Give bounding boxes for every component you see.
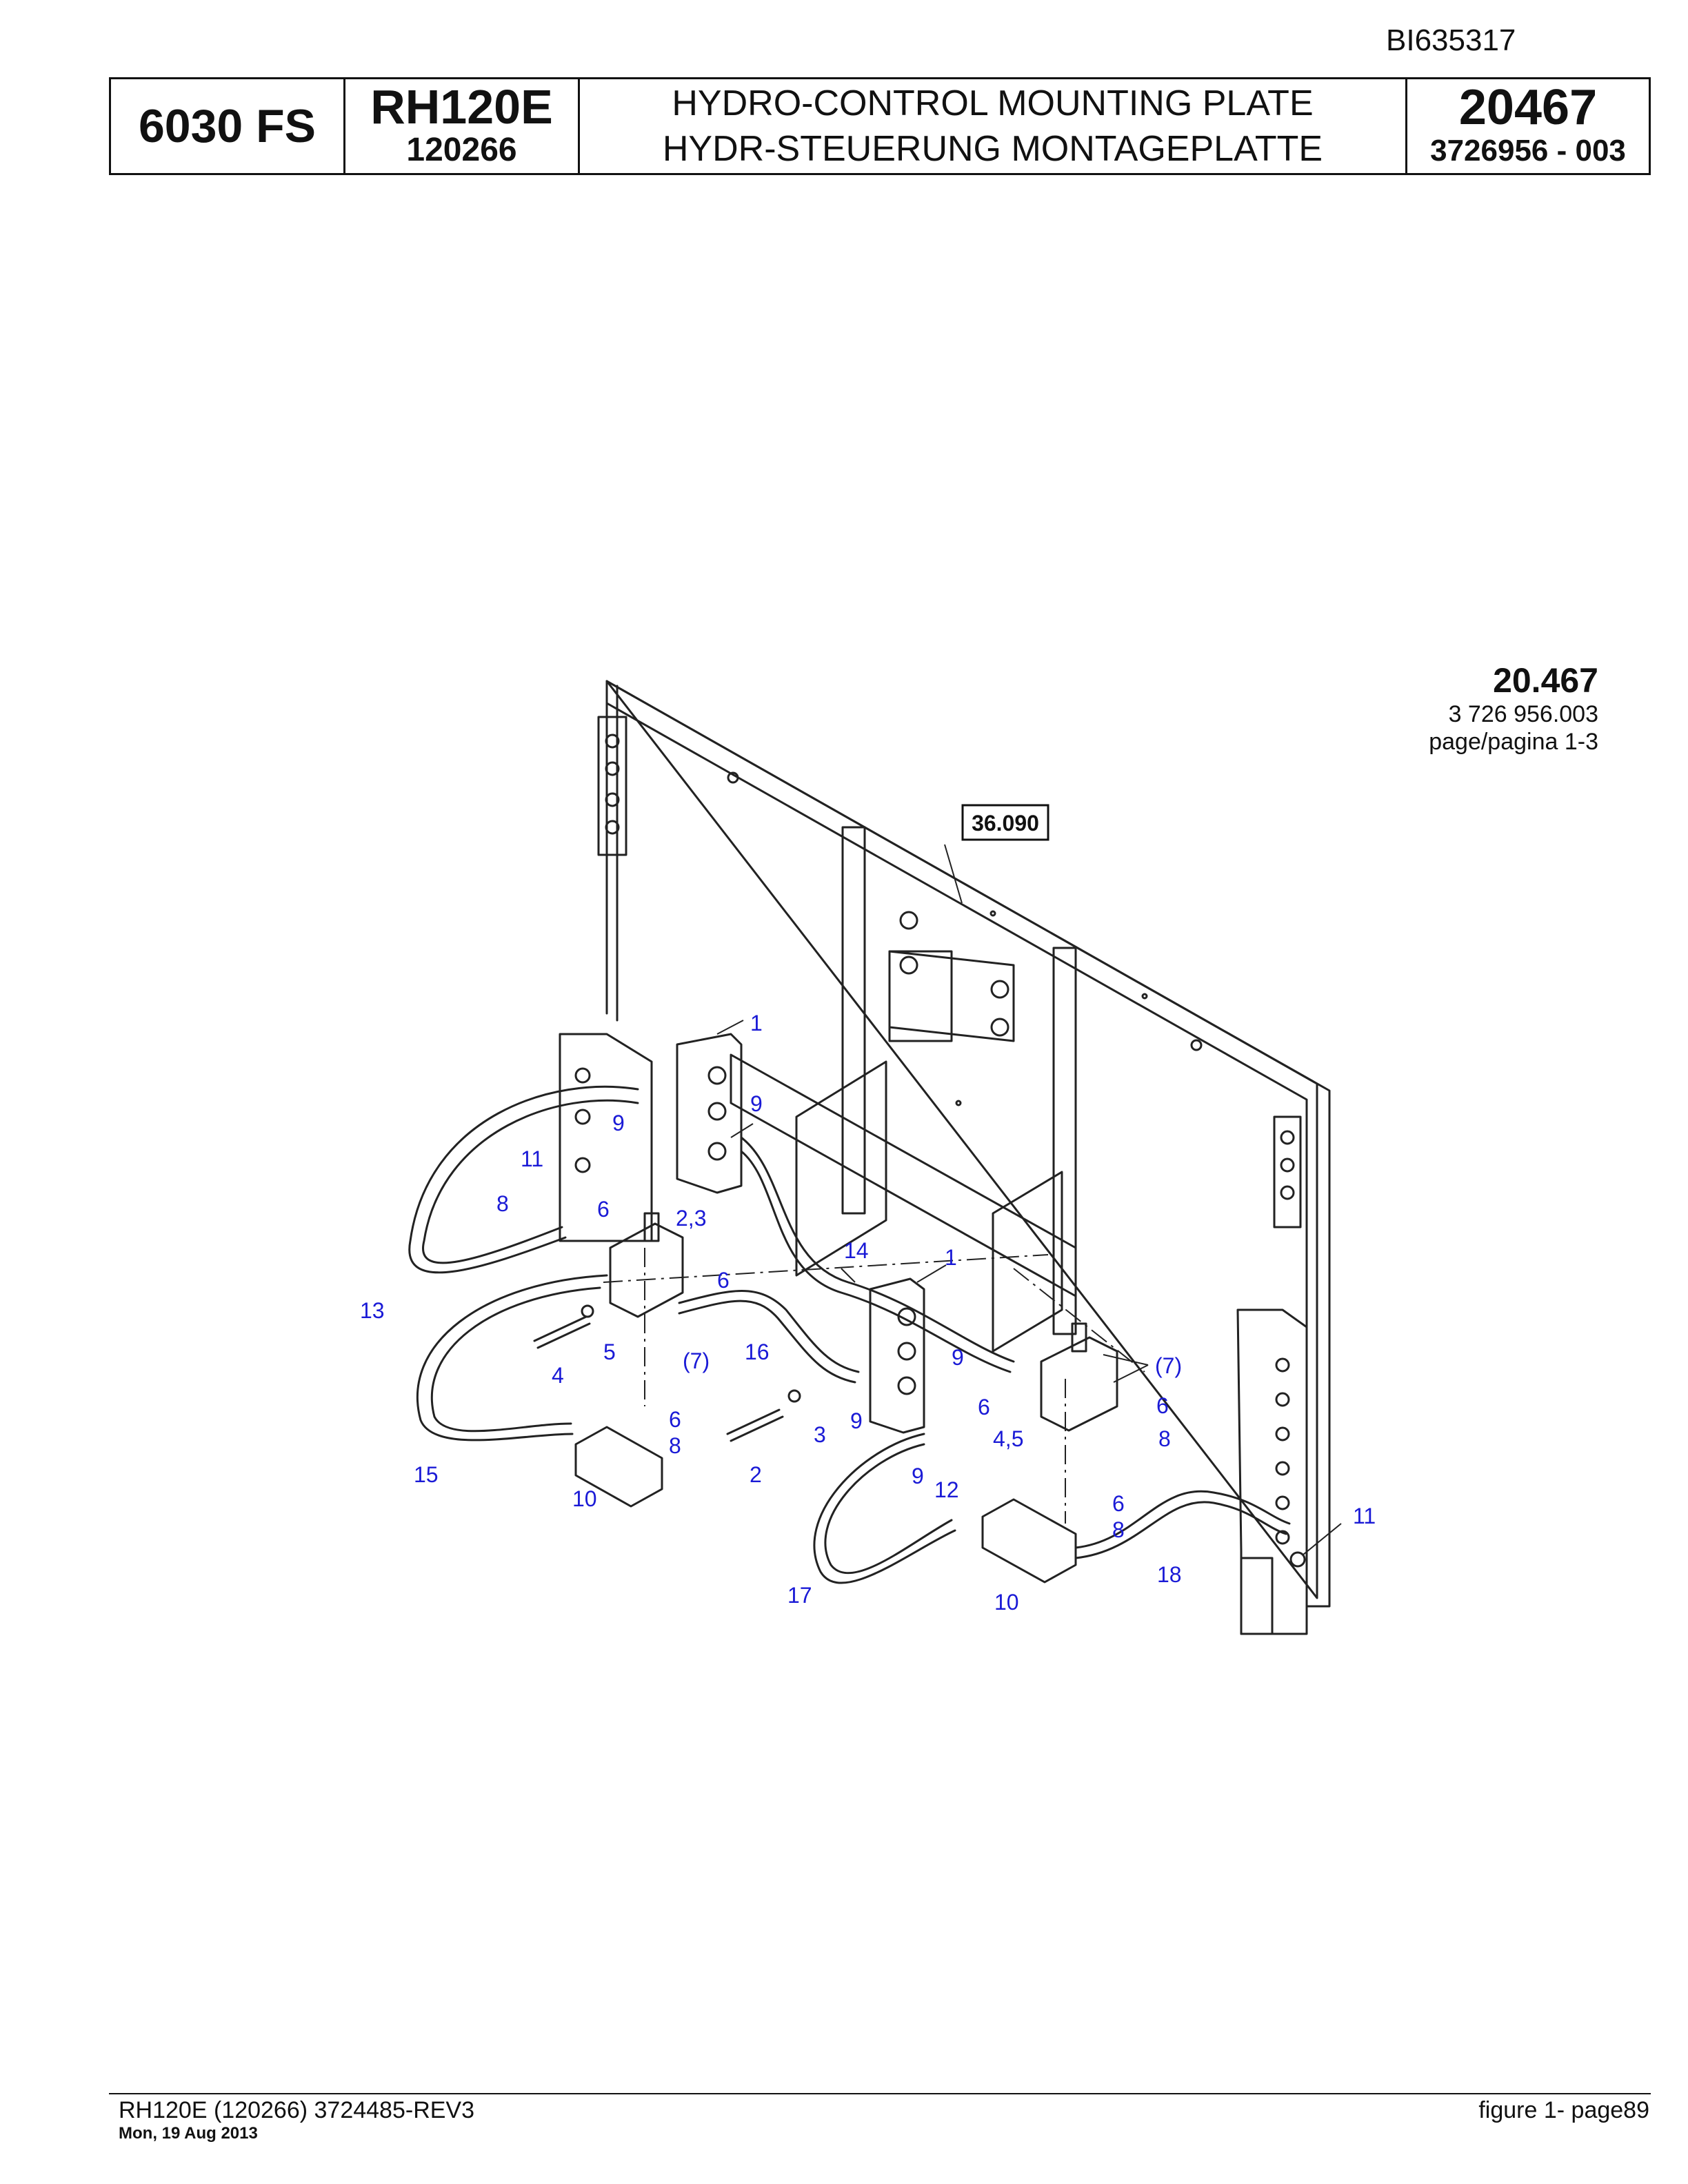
title-english: HYDRO-CONTROL MOUNTING PLATE bbox=[672, 83, 1314, 123]
manifold-upper bbox=[676, 1033, 743, 1194]
callout-2-3: 2,3 bbox=[676, 1206, 706, 1231]
part-number-cell: 20467 3726956 - 003 bbox=[1407, 79, 1649, 173]
callout-2: 2 bbox=[750, 1462, 762, 1487]
callout-8c: 8 bbox=[669, 1433, 681, 1458]
footer-page: figure 1- page89 bbox=[1478, 2097, 1649, 2123]
part-number: 20467 bbox=[1458, 80, 1598, 135]
title-block: 6030 FS RH120E 120266 HYDRO-CONTROL MOUN… bbox=[109, 77, 1651, 175]
footer-left: RH120E (120266) 3724485-REV3 Mon, 19 Aug… bbox=[119, 2097, 474, 2143]
callout-9d: 9 bbox=[850, 1408, 863, 1433]
hose-17 bbox=[813, 1433, 956, 1584]
callout-1a: 1 bbox=[750, 1011, 763, 1035]
callout-1b: 1 bbox=[945, 1245, 957, 1270]
callout-6a: 6 bbox=[597, 1197, 610, 1222]
callout-12: 12 bbox=[934, 1477, 959, 1502]
callout-6b: 6 bbox=[717, 1268, 730, 1293]
title-cell: HYDRO-CONTROL MOUNTING PLATE HYDR-STEUER… bbox=[580, 79, 1407, 173]
callout-5: 5 bbox=[603, 1339, 616, 1364]
callout-9c: 9 bbox=[952, 1345, 964, 1370]
sub-model-id: 120266 bbox=[406, 132, 517, 168]
right-lower-bracket bbox=[1236, 1308, 1308, 1635]
callout-9e: 9 bbox=[912, 1464, 924, 1488]
sub-model-label: RH120E bbox=[370, 80, 553, 134]
model-cell: 6030 FS bbox=[111, 79, 345, 173]
callout-3: 3 bbox=[814, 1422, 826, 1447]
callout-7b: (7) bbox=[1155, 1353, 1182, 1378]
washer-3 bbox=[787, 1389, 801, 1403]
callout-11a: 11 bbox=[521, 1146, 543, 1171]
reference-code: 3 726 956.003 bbox=[1448, 701, 1598, 727]
title-german: HYDR-STEUERUNG MONTAGEPLATTE bbox=[662, 129, 1323, 169]
callout-10a: 10 bbox=[572, 1486, 597, 1511]
document-id: BI635317 bbox=[1386, 23, 1516, 57]
callout-6c: 6 bbox=[978, 1395, 990, 1419]
callout-4-5: 4,5 bbox=[993, 1426, 1023, 1451]
lower-left-bracket bbox=[559, 1033, 653, 1242]
callout-4: 4 bbox=[552, 1363, 564, 1388]
callout-11b: 11 bbox=[1353, 1504, 1376, 1528]
right-rail bbox=[1052, 947, 1077, 1335]
callout-9b: 9 bbox=[750, 1091, 763, 1116]
model-label: 6030 FS bbox=[138, 100, 316, 152]
footer-document: RH120E (120266) 3724485-REV3 bbox=[119, 2097, 475, 2123]
callout-16: 16 bbox=[745, 1339, 770, 1364]
callout-6d: 6 bbox=[1156, 1393, 1169, 1418]
bolt-4 bbox=[533, 1315, 587, 1342]
bolt-2 bbox=[726, 1408, 781, 1435]
reference-box bbox=[961, 804, 1049, 841]
hose-14 bbox=[740, 1136, 1015, 1363]
hose-18 bbox=[1074, 1490, 1291, 1549]
check-valve-left bbox=[609, 1222, 684, 1318]
mounting-plate-face bbox=[605, 680, 1318, 1599]
callout-6e: 6 bbox=[669, 1407, 681, 1432]
part-sub-number: 3726956 - 003 bbox=[1430, 134, 1626, 168]
reference-box-label: 36.090 bbox=[972, 811, 1039, 836]
callout-8d: 8 bbox=[1112, 1517, 1125, 1542]
washer-5 bbox=[581, 1304, 594, 1318]
callout-15: 15 bbox=[414, 1462, 439, 1487]
fitting-11 bbox=[1289, 1551, 1306, 1568]
reference-pages: page/pagina 1-3 bbox=[1429, 729, 1598, 755]
callout-8b: 8 bbox=[1158, 1426, 1171, 1451]
reference-number: 20.467 bbox=[1493, 661, 1598, 700]
callout-9a: 9 bbox=[612, 1111, 625, 1135]
callout-6f: 6 bbox=[1112, 1491, 1125, 1516]
footer-rule bbox=[109, 2093, 1651, 2094]
hose-16 bbox=[678, 1290, 860, 1373]
hose-15 bbox=[416, 1274, 608, 1442]
center-rail bbox=[841, 826, 866, 1215]
callout-7a: (7) bbox=[683, 1348, 710, 1373]
callout-10b: 10 bbox=[994, 1590, 1019, 1615]
manifold-lower bbox=[869, 1277, 925, 1434]
tee-fitting-right bbox=[981, 1498, 1077, 1584]
callout-8a: 8 bbox=[496, 1191, 509, 1216]
right-upper-bracket bbox=[1273, 1115, 1302, 1228]
callout-13: 13 bbox=[360, 1298, 385, 1323]
reference-block: 20.467 3 726 956.003 page/pagina 1-3 bbox=[1429, 660, 1598, 756]
footer-date: Mon, 19 Aug 2013 bbox=[119, 2124, 258, 2143]
tee-fitting-left bbox=[574, 1426, 663, 1508]
callout-18: 18 bbox=[1157, 1562, 1182, 1587]
callout-14: 14 bbox=[844, 1238, 869, 1263]
left-top-bracket bbox=[597, 716, 627, 856]
check-valve-right bbox=[1040, 1336, 1118, 1432]
hose-13 bbox=[408, 1085, 639, 1274]
cross-bar bbox=[730, 1053, 1077, 1297]
sub-model-cell: RH120E 120266 bbox=[345, 79, 580, 173]
callout-17: 17 bbox=[787, 1583, 812, 1608]
